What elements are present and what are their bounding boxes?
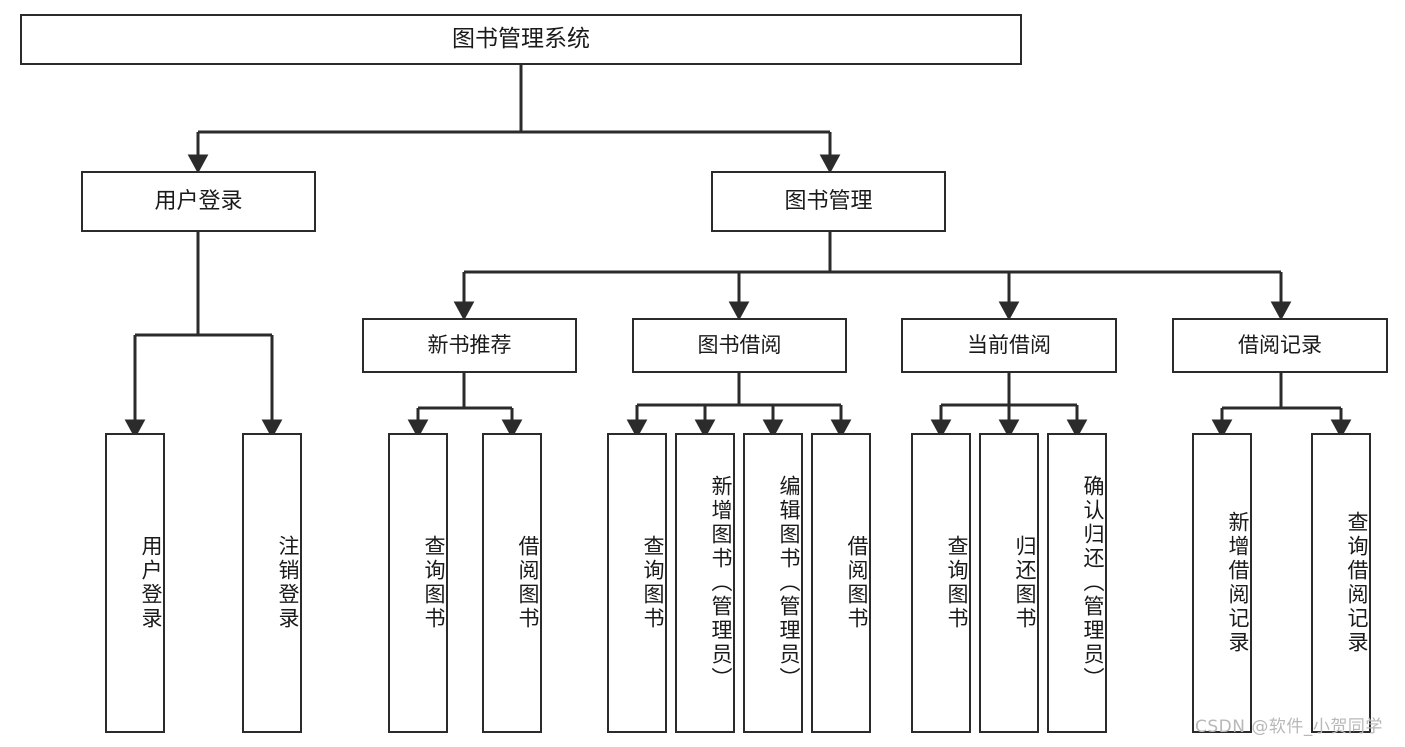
leaf-label: 查询图书 (641, 535, 665, 631)
node-book-borrow[interactable]: 图书借阅 (632, 318, 847, 373)
leaf-book-borrow-query-book[interactable]: 查询图书 (607, 433, 667, 733)
leaf-borrow-record-query-record[interactable]: 查询借阅记录 (1311, 433, 1371, 733)
node-book-borrow-label: 图书借阅 (697, 333, 782, 358)
leaf-current-borrow-return-book[interactable]: 归还图书 (979, 433, 1039, 733)
leaf-label: 新增图书（管理员） (709, 475, 733, 691)
node-borrow-record-label: 借阅记录 (1238, 333, 1322, 358)
leaf-current-borrow-query-book[interactable]: 查询图书 (911, 433, 971, 733)
leaf-new-book-borrow-book[interactable]: 借阅图书 (482, 433, 542, 733)
leaf-new-book-query-book[interactable]: 查询图书 (388, 433, 448, 733)
node-root-label: 图书管理系统 (452, 25, 590, 52)
leaf-book-borrow-edit-book[interactable]: 编辑图书（管理员） (743, 433, 803, 733)
leaf-label: 用户登录 (139, 535, 163, 631)
leaf-label: 编辑图书（管理员） (777, 475, 801, 691)
leaf-label: 新增借阅记录 (1226, 511, 1250, 655)
leaf-user-login-logout[interactable]: 注销登录 (242, 433, 302, 733)
leaf-label: 借阅图书 (845, 535, 869, 631)
leaf-label: 借阅图书 (516, 535, 540, 631)
node-book-management[interactable]: 图书管理 (711, 171, 946, 232)
node-current-borrow-label: 当前借阅 (967, 333, 1051, 358)
leaf-label: 查询图书 (422, 535, 446, 631)
node-user-login-label: 用户登录 (154, 188, 243, 214)
leaf-label: 注销登录 (276, 535, 300, 631)
node-book-management-label: 图书管理 (784, 188, 873, 214)
leaf-label: 确认归还（管理员） (1081, 475, 1105, 691)
node-current-borrow[interactable]: 当前借阅 (901, 318, 1117, 373)
leaf-label: 归还图书 (1013, 535, 1037, 631)
leaf-current-borrow-confirm-return[interactable]: 确认归还（管理员） (1047, 433, 1107, 733)
leaf-label: 查询借阅记录 (1345, 511, 1369, 655)
leaf-book-borrow-lend-book[interactable]: 借阅图书 (811, 433, 871, 733)
leaf-borrow-record-add-record[interactable]: 新增借阅记录 (1192, 433, 1252, 733)
leaf-book-borrow-add-book[interactable]: 新增图书（管理员） (675, 433, 735, 733)
node-new-book-recommend[interactable]: 新书推荐 (362, 318, 577, 373)
node-new-book-recommend-label: 新书推荐 (427, 333, 512, 358)
leaf-user-login-login[interactable]: 用户登录 (105, 433, 165, 733)
node-borrow-record[interactable]: 借阅记录 (1172, 318, 1388, 373)
leaf-label: 查询图书 (945, 535, 969, 631)
node-user-login[interactable]: 用户登录 (81, 171, 316, 232)
csdn-watermark: CSDN @软件_小贺同学 (1195, 717, 1383, 737)
node-root[interactable]: 图书管理系统 (20, 14, 1022, 65)
